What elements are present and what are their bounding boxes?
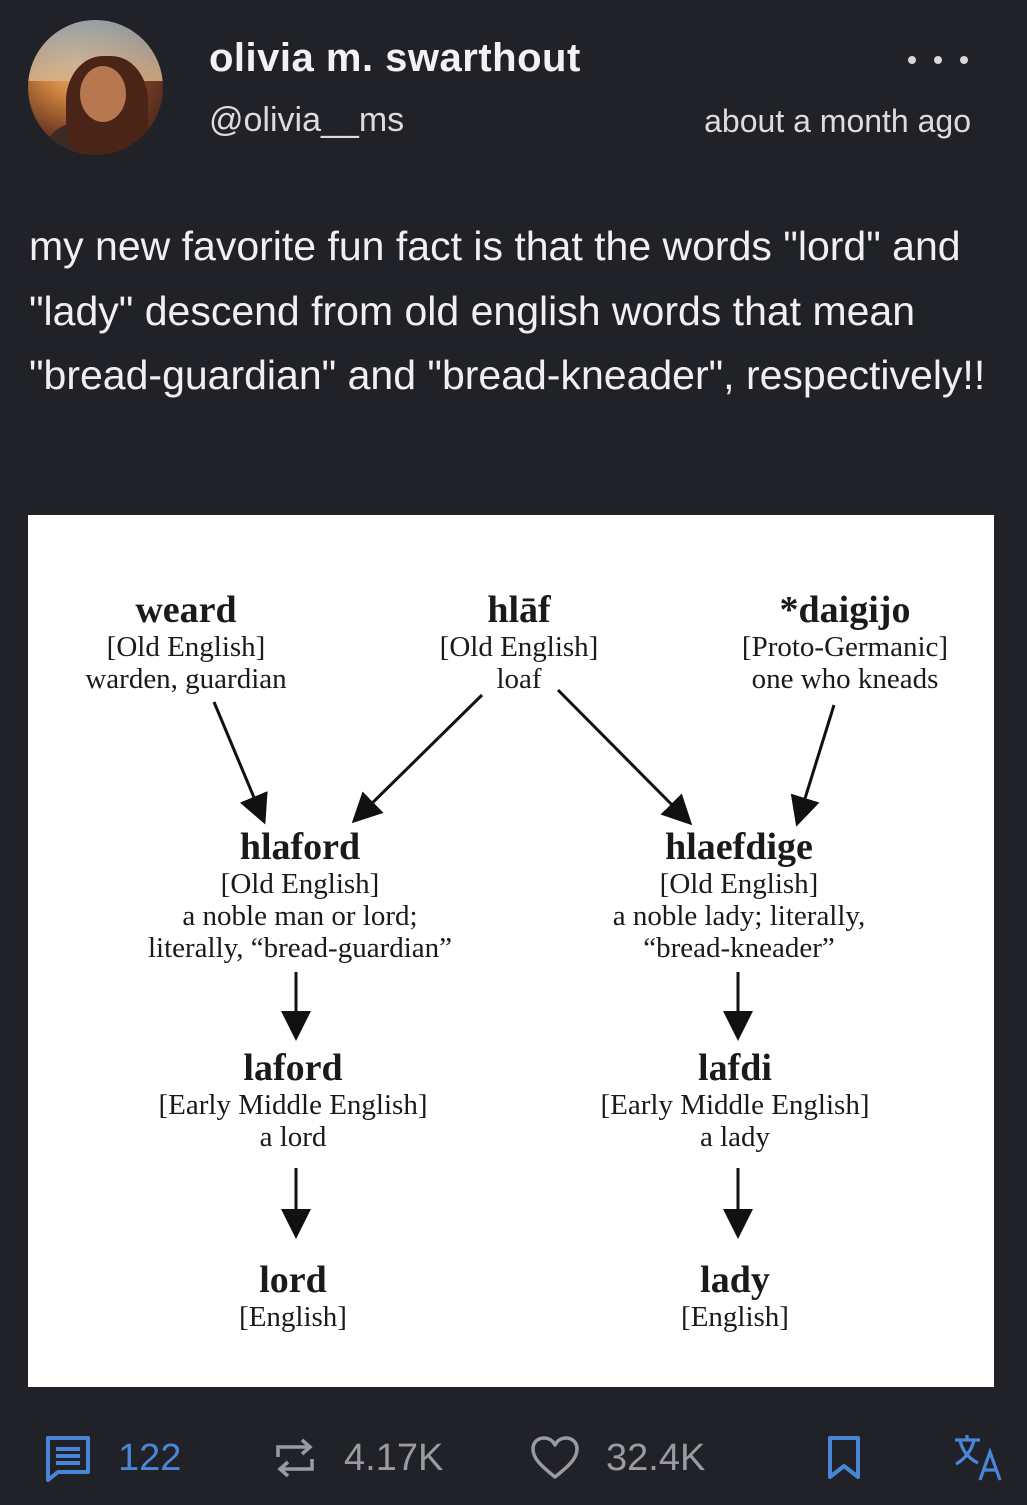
avatar-face: [80, 66, 126, 122]
node-language: [Proto-Germanic]: [741, 631, 949, 663]
comment-count: 122: [118, 1436, 182, 1479]
node-gloss: one who kneads: [751, 663, 939, 695]
node-word: laford: [243, 1047, 343, 1089]
dot: [960, 56, 968, 64]
bookmark-button[interactable]: [826, 1418, 862, 1498]
comment-icon: [46, 1436, 90, 1482]
node-language: [Old English]: [659, 868, 819, 900]
translate-icon: [955, 1435, 1002, 1481]
node-language: [Old English]: [439, 631, 599, 663]
node-daigijo: *daigijo[Proto-Germanic]one who kneads: [742, 589, 948, 695]
etymology-diagram[interactable]: weard[Old English]warden, guardian hlāf[…: [28, 515, 994, 1387]
node-language: [Early Middle English]: [600, 1089, 870, 1121]
post-timestamp[interactable]: about a month ago: [704, 103, 971, 139]
repost-count: 4.17K: [344, 1436, 444, 1479]
bookmark-icon: [828, 1436, 860, 1479]
node-lord: lord[English]: [239, 1259, 347, 1333]
dot: [934, 56, 942, 64]
heart-icon: [531, 1436, 579, 1479]
node-laford: laford[Early Middle English]a lord: [158, 1047, 427, 1153]
more-options-icon[interactable]: [908, 40, 968, 80]
diagram-arrows: [212, 688, 836, 1239]
node-gloss: literally, “bread-guardian”: [147, 932, 453, 964]
node-language: [Old English]: [220, 868, 380, 900]
arrow-hlaf-hlaford: [351, 693, 484, 824]
arrow-hlaf-hlaefdige: [556, 688, 693, 826]
like-button[interactable]: 32.4K: [530, 1418, 705, 1498]
node-language: [English]: [239, 1301, 347, 1333]
author-handle[interactable]: @olivia__ms: [209, 101, 405, 139]
node-weard: weard[Old English]warden, guardian: [85, 589, 286, 695]
node-gloss: warden, guardian: [85, 663, 287, 695]
dot: [908, 56, 916, 64]
author-name[interactable]: olivia m. swarthout: [209, 36, 581, 80]
node-word: *daigijo: [779, 589, 911, 631]
repost-icon: [276, 1438, 314, 1478]
node-language: [Early Middle English]: [158, 1089, 428, 1121]
node-lafdi: lafdi[Early Middle English]a lady: [600, 1047, 869, 1153]
node-gloss: a noble man or lord;: [182, 900, 418, 932]
post-text: my new favorite fun fact is that the wor…: [29, 223, 986, 398]
node-hlaford: hlaford[Old English]a noble man or lord;…: [148, 826, 452, 964]
like-count: 32.4K: [606, 1436, 706, 1479]
arrow-weard-hlaford: [212, 701, 268, 825]
node-word: lady: [700, 1259, 770, 1301]
node-hlaf: hlāf[Old English]loaf: [440, 589, 599, 695]
node-lady: lady[English]: [681, 1259, 789, 1333]
repost-button[interactable]: 4.17K: [272, 1418, 443, 1498]
node-word: hlāf: [487, 589, 551, 631]
node-language: [English]: [681, 1301, 789, 1333]
node-gloss: “bread-kneader”: [643, 932, 835, 964]
node-word: lafdi: [698, 1047, 772, 1089]
node-hlaefdige: hlaefdige[Old English]a noble lady; lite…: [613, 826, 866, 964]
node-word: hlaford: [239, 826, 361, 868]
node-word: lord: [259, 1259, 327, 1301]
node-gloss: a noble lady; literally,: [612, 900, 866, 932]
node-language: [Old English]: [106, 631, 266, 663]
comment-button[interactable]: 122: [44, 1418, 181, 1498]
node-gloss: loaf: [496, 663, 542, 695]
avatar[interactable]: [28, 20, 163, 155]
node-gloss: a lord: [259, 1121, 327, 1153]
action-bar: 122 4.17K 32.4K: [0, 1418, 1027, 1498]
node-word: weard: [135, 589, 237, 631]
node-gloss: a lady: [699, 1121, 771, 1153]
arrow-daigijo-hlaefdige: [790, 704, 836, 827]
translate-button[interactable]: [952, 1418, 1006, 1498]
node-word: hlaefdige: [665, 826, 813, 868]
